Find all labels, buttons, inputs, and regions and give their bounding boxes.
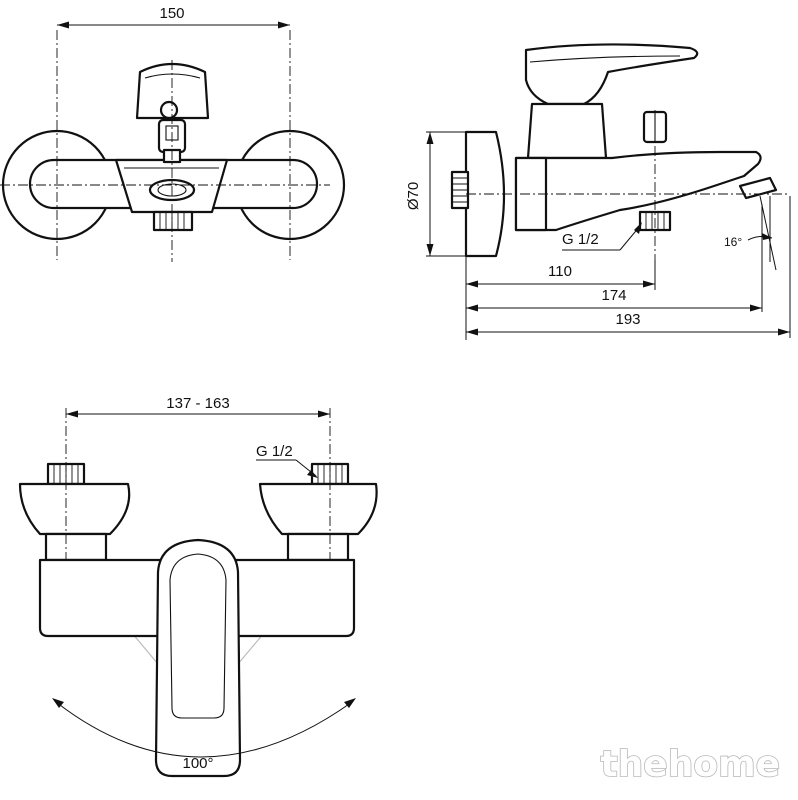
dim-inlet-span-label: 137 - 163 [166,395,229,412]
left-flange-cap [18,482,131,536]
rotation-100-label: 100° [182,755,213,772]
dim-150-label: 150 [159,5,184,22]
right-flange-cap [258,482,378,536]
dim-174-label: 174 [601,287,626,304]
side-view: Ø70 G 1/2 16° 110 174 193 [405,43,791,340]
left-neck [44,532,108,562]
bottom-thread [152,210,194,232]
rotation-arc [55,701,353,758]
cartridge-neck [526,102,608,160]
right-neck [286,532,350,562]
dim-193-label: 193 [615,311,640,328]
mixer-body-side [514,150,762,232]
top-view: 150 [0,5,346,262]
front-thread-label: G 1/2 [256,443,293,460]
lever-side [524,43,699,106]
dim-110-label: 110 [548,263,572,280]
angle-16-label: 16° [724,235,742,249]
dim-diameter-label: Ø70 [405,182,422,210]
lever-front [154,538,242,778]
lever-pivot [159,100,179,120]
watermark-logo: thehome [600,744,780,785]
front-view: 137 - 163 G 1/2 100° [18,395,378,778]
lever-top [135,62,210,120]
aerator [738,176,778,200]
side-thread-label: G 1/2 [562,231,599,248]
